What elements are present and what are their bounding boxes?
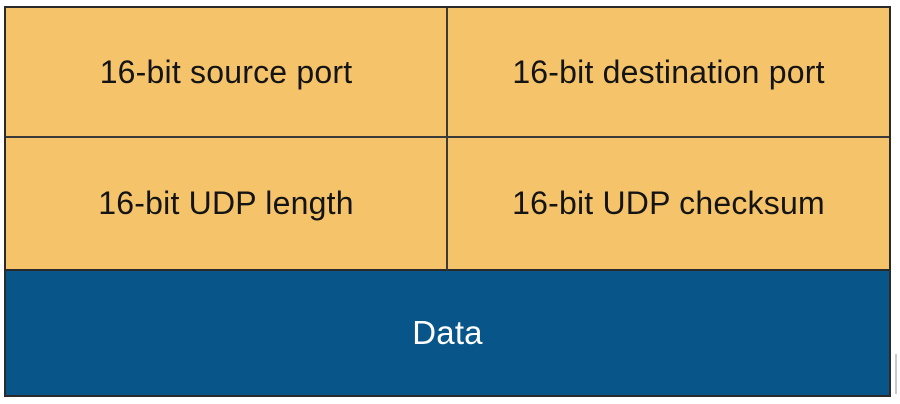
udp-checksum-label: 16-bit UDP checksum <box>512 185 825 221</box>
data-payload-field: Data <box>6 271 889 395</box>
destination-port-field: 16-bit destination port <box>448 8 889 138</box>
source-port-label: 16-bit source port <box>99 53 353 90</box>
udp-header-diagram: 16-bit source port 16-bit destination po… <box>4 6 891 397</box>
destination-port-label: 16-bit destination port <box>512 53 825 90</box>
udp-length-label: 16-bit UDP length <box>98 185 354 221</box>
udp-checksum-field: 16-bit UDP checksum <box>448 138 889 271</box>
source-port-field: 16-bit source port <box>6 8 448 138</box>
figure-id-mark <box>895 354 897 394</box>
udp-length-field: 16-bit UDP length <box>6 138 448 271</box>
data-label: Data <box>412 314 483 351</box>
